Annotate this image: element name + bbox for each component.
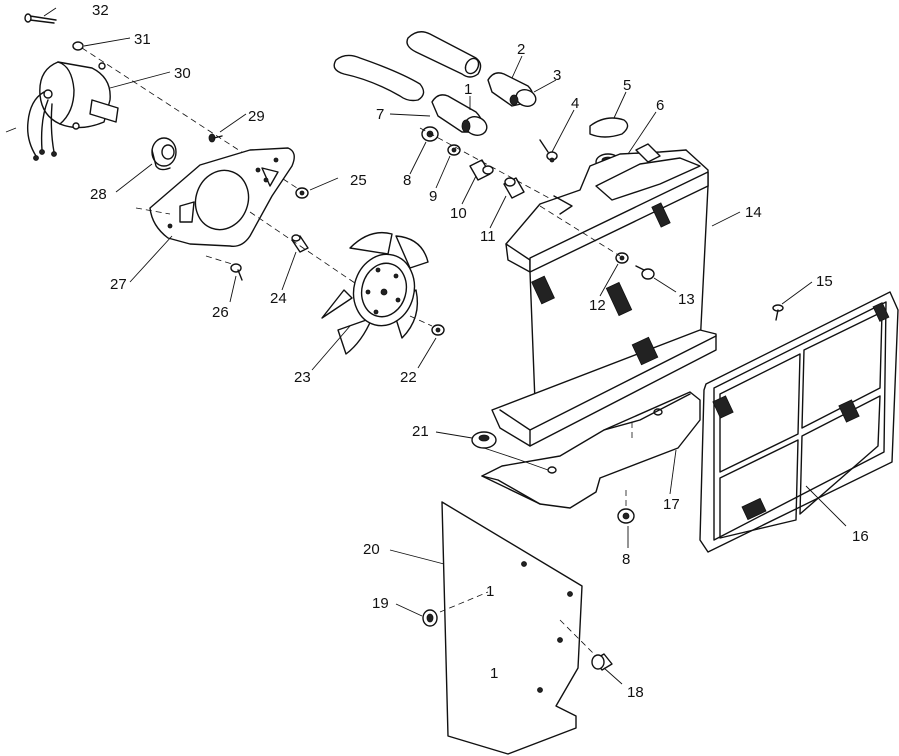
nut-8-upper — [421, 126, 439, 142]
upper-hose-2 — [406, 31, 482, 78]
callout-2: 2 — [517, 41, 525, 58]
tray-17 — [481, 391, 701, 509]
callout-13: 13 — [678, 291, 695, 308]
washer-19 — [422, 609, 438, 627]
callout-32: 32 — [92, 2, 109, 19]
callout-5: 5 — [623, 77, 631, 94]
callout-21: 21 — [412, 423, 429, 440]
callout-23: 23 — [294, 369, 311, 386]
fan-blade-23 — [321, 231, 429, 355]
hose-3 — [487, 72, 537, 107]
callout-12: 12 — [589, 297, 606, 314]
callout-25: 25 — [350, 172, 367, 189]
callout-24: 24 — [270, 290, 287, 307]
screw-29 — [208, 133, 223, 143]
callout-6: 6 — [656, 97, 664, 114]
panel-mark-1-lower: 1 — [490, 665, 498, 682]
grommet-21 — [471, 431, 497, 449]
clamp-4 — [539, 139, 558, 163]
callout-11: 11 — [480, 228, 496, 245]
callout-15: 15 — [816, 273, 833, 290]
spacer-24 — [291, 234, 309, 253]
callout-3: 3 — [553, 67, 561, 84]
sleeve-11 — [503, 177, 525, 199]
callout-27: 27 — [110, 276, 127, 293]
callout-4: 4 — [571, 95, 579, 112]
leader-lines — [43, 7, 847, 685]
callout-9: 9 — [429, 188, 437, 205]
fan-motor — [5, 61, 119, 161]
spacer-28 — [151, 137, 177, 171]
callout-labels: 1 2 3 4 5 6 7 8 9 10 11 12 13 14 15 16 1… — [90, 2, 869, 701]
radiator-14 — [491, 143, 717, 447]
hose-1 — [431, 94, 488, 136]
callout-8: 8 — [403, 172, 411, 189]
mounting-plate-27 — [135, 147, 295, 247]
callout-26: 26 — [212, 304, 229, 321]
nut-8-lower — [617, 508, 635, 524]
screen-16 — [699, 291, 899, 553]
washer-9 — [447, 144, 461, 156]
screw-15 — [772, 304, 784, 321]
rivet-18 — [591, 653, 613, 671]
bolt-26 — [230, 263, 243, 281]
callout-10: 10 — [450, 205, 467, 222]
panel-mark-1-upper: 1 — [486, 583, 494, 600]
callout-29: 29 — [248, 108, 265, 125]
callout-22: 22 — [400, 369, 417, 386]
nut-25 — [295, 187, 309, 199]
callout-19: 19 — [372, 595, 389, 612]
bolt-32 — [24, 13, 57, 24]
bolt-13 — [635, 265, 655, 280]
callout-20: 20 — [363, 541, 380, 558]
callout-28: 28 — [90, 186, 107, 203]
side-panel-20 — [441, 501, 583, 755]
callout-31: 31 — [134, 31, 151, 48]
callout-30: 30 — [174, 65, 191, 82]
fitting-10 — [469, 159, 494, 181]
callout-17: 17 — [663, 496, 680, 513]
callout-8-lower: 8 — [622, 551, 630, 568]
callout-14: 14 — [745, 204, 762, 221]
radiator-cap-5 — [589, 117, 629, 138]
nut-22 — [431, 324, 445, 336]
callout-16: 16 — [852, 528, 869, 545]
lower-hose-7 — [333, 54, 425, 102]
callout-7: 7 — [376, 106, 384, 123]
callout-1: 1 — [464, 81, 472, 98]
washer-31 — [72, 41, 84, 51]
callout-18: 18 — [627, 684, 644, 701]
